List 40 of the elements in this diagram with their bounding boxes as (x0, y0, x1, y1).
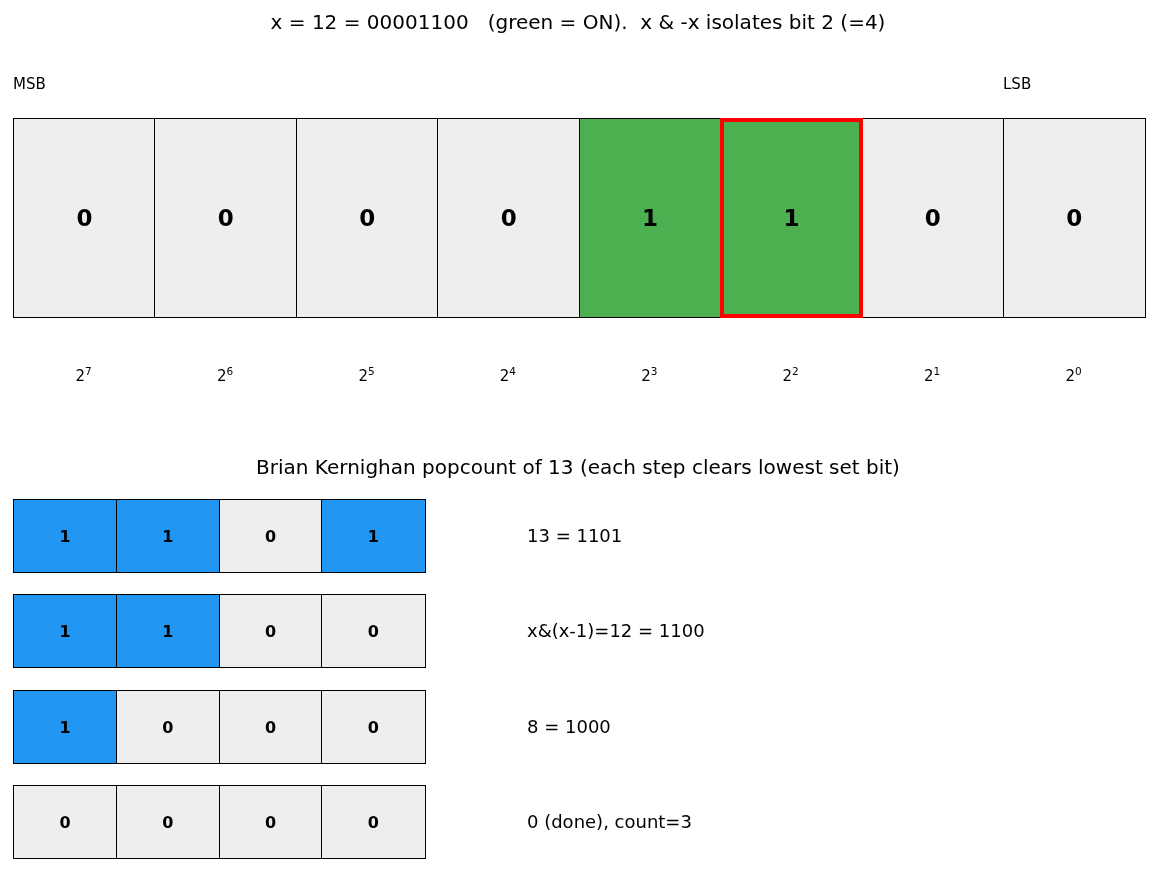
bit-cell: 1 (115, 594, 220, 668)
bit-weight-label: 2$^{3}$ (641, 367, 658, 385)
step-caption: 0 (done), count=3 (527, 811, 692, 833)
bit-weight-label: 2$^{5}$ (358, 367, 375, 385)
step-caption: 8 = 1000 (527, 716, 611, 738)
bit-cell: 1 (115, 499, 220, 573)
bit-cell: 0 (1002, 118, 1146, 318)
bit-cell: 0 (321, 690, 426, 764)
bit-cell: 0 (13, 118, 156, 318)
bit-weight-label: 2$^{2}$ (782, 367, 799, 385)
step-caption: 13 = 1101 (527, 525, 623, 547)
step-caption: x&(x-1)=12 = 1100 (527, 620, 705, 642)
section-heading: Brian Kernighan popcount of 13 (each step clears lowest set bit) (256, 455, 900, 479)
bit-cell: 0 (218, 785, 323, 859)
bit-cell: 0 (115, 690, 220, 764)
bit-weight-label: 2$^{0}$ (1065, 367, 1082, 385)
bit-cell: 0 (115, 785, 220, 859)
bit-cell: 0 (437, 118, 581, 318)
bit-weight-label: 2$^{4}$ (499, 367, 516, 385)
bit-cell: 1 (13, 499, 118, 573)
bit-cell: 1 (720, 118, 863, 318)
bit-cell: 0 (218, 594, 323, 668)
bit-weight-label: 2$^{7}$ (75, 367, 92, 385)
lsb-label: LSB (1003, 75, 1032, 93)
bit-cell: 0 (154, 118, 298, 318)
bit-weight-label: 2$^{6}$ (217, 367, 234, 385)
bit-weight-label: 2$^{1}$ (924, 367, 941, 385)
bit-cell: 0 (218, 499, 323, 573)
title: x = 12 = 00001100 (green = ON). x & -x isolates bit 2 (=4) (270, 10, 886, 34)
msb-label: MSB (13, 75, 46, 93)
bit-cell: 1 (13, 690, 118, 764)
bit-cell: 1 (321, 499, 426, 573)
bit-cell: 0 (321, 594, 426, 668)
bit-cell: 0 (13, 785, 118, 859)
bit-cell: 1 (578, 118, 722, 318)
bit-cell: 0 (321, 785, 426, 859)
bit-cell: 1 (13, 594, 118, 668)
bit-cell: 0 (218, 690, 323, 764)
bit-cell: 0 (295, 118, 439, 318)
bit-cell: 0 (861, 118, 1005, 318)
